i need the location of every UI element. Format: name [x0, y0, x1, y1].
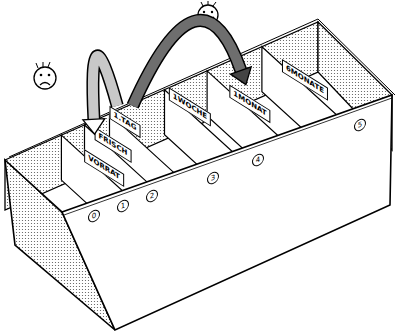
happy-face — [198, 1, 218, 25]
front-face — [62, 95, 392, 330]
arrow-band — [133, 20, 241, 105]
rim-line — [9, 19, 395, 157]
arrow-outline — [133, 20, 241, 105]
arrow-head — [231, 67, 252, 85]
sad-face — [34, 62, 56, 89]
curved-arrow — [83, 56, 117, 134]
